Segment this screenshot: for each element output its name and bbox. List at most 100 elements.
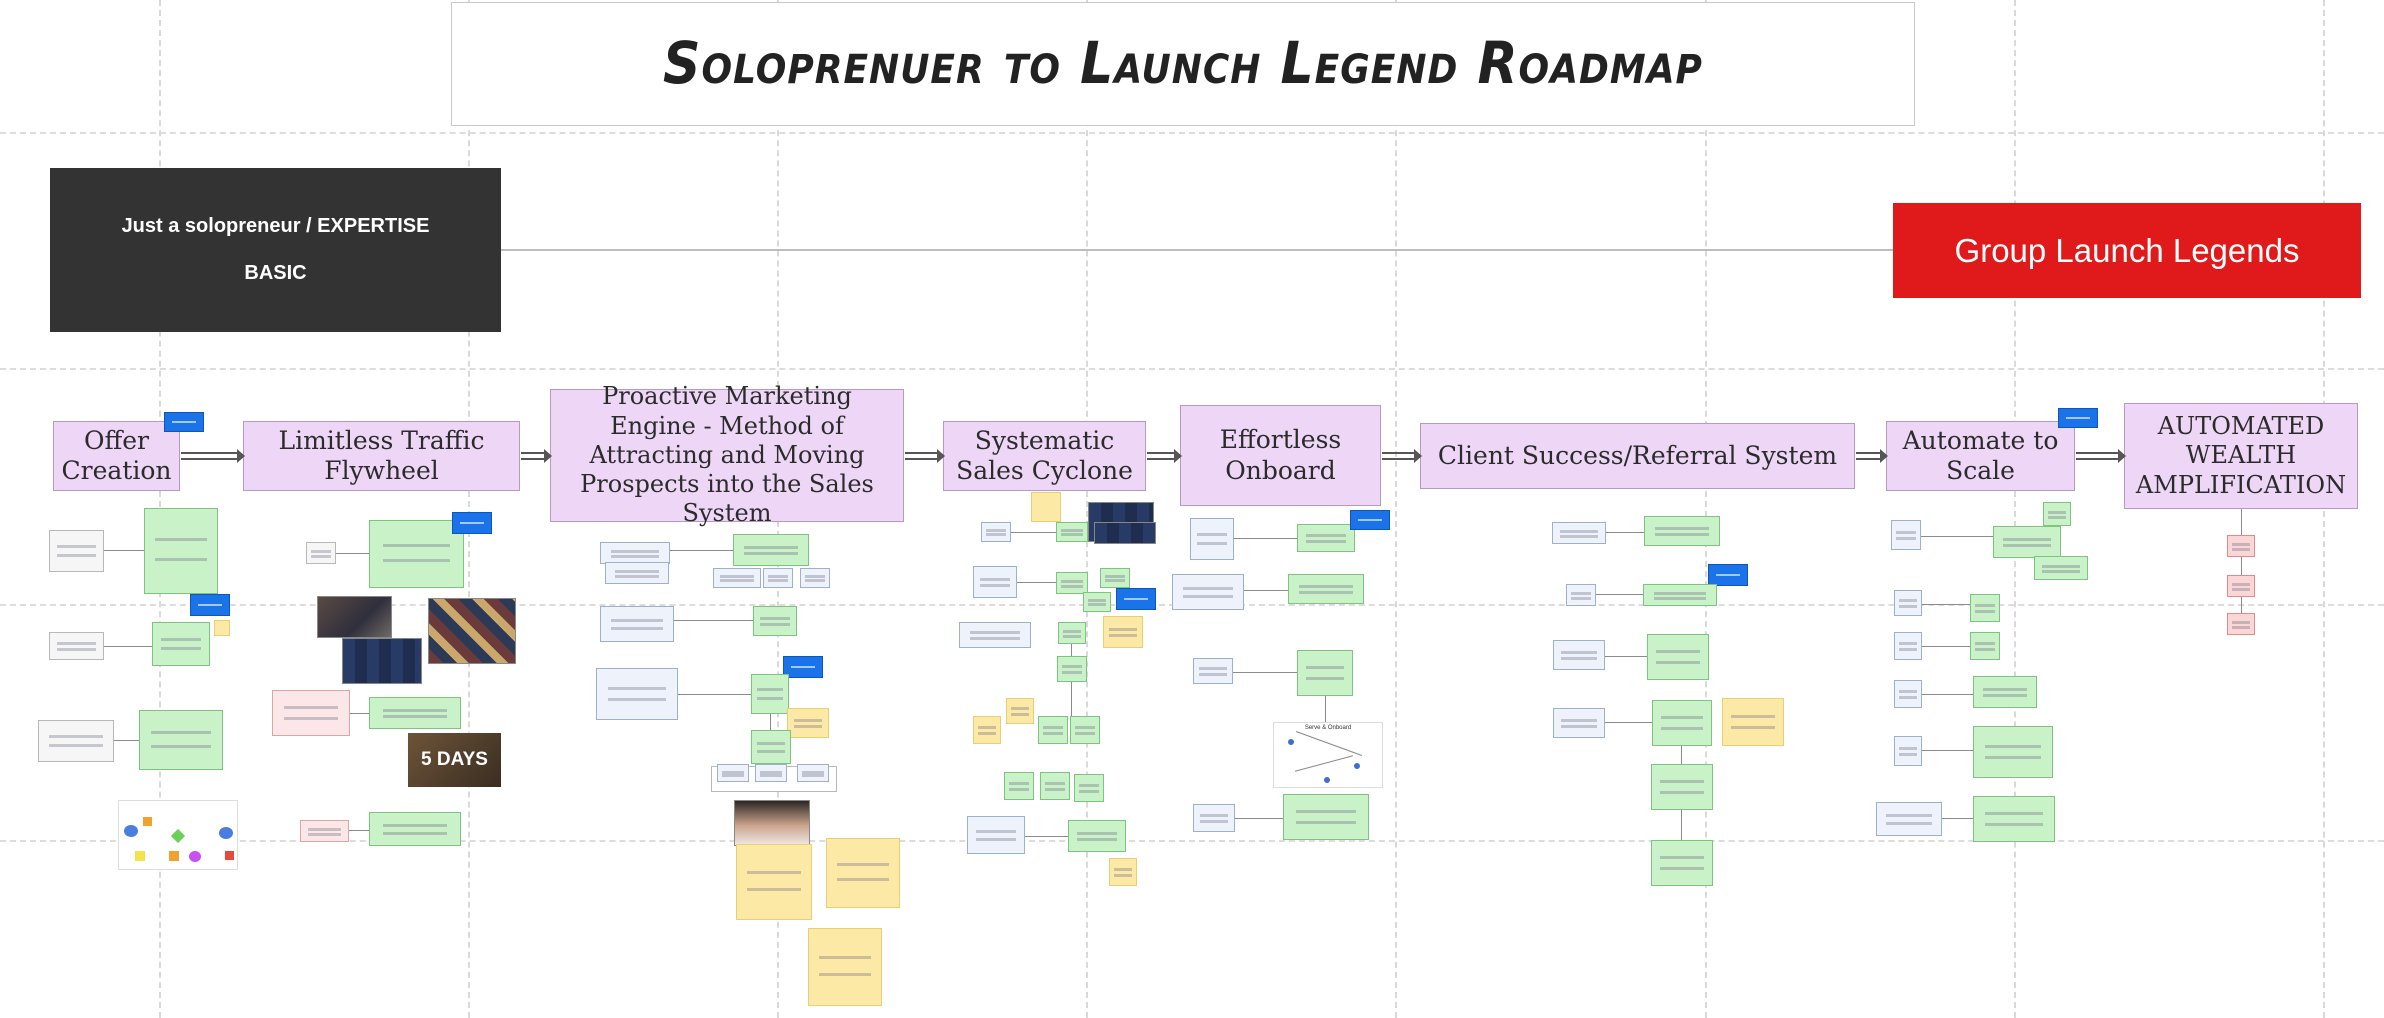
note-card[interactable] [1643, 584, 1717, 606]
note-card[interactable] [1652, 700, 1712, 746]
sticky-note[interactable] [808, 928, 882, 1006]
note-card[interactable] [152, 622, 210, 666]
note-card[interactable] [1100, 568, 1130, 588]
note-card[interactable] [1190, 518, 1234, 560]
note-card[interactable] [600, 542, 670, 564]
note-card[interactable] [1553, 640, 1605, 670]
note-card[interactable] [2043, 502, 2071, 526]
note-card[interactable] [1651, 840, 1713, 886]
note-card[interactable] [751, 674, 789, 714]
note-card[interactable] [1068, 820, 1126, 852]
note-card[interactable] [713, 568, 761, 588]
note-card[interactable] [1973, 676, 2037, 708]
stage-offer-creation[interactable]: Offer Creation [53, 421, 180, 491]
note-card[interactable] [1004, 772, 1034, 800]
note-card[interactable] [1894, 632, 1922, 660]
note-card[interactable] [1288, 574, 1364, 604]
note-card[interactable] [967, 816, 1025, 854]
note-card[interactable] [1894, 736, 1922, 766]
note-card[interactable] [1566, 584, 1596, 606]
note-card[interactable] [49, 632, 104, 660]
note-card[interactable] [797, 764, 829, 782]
sticky-note[interactable] [1103, 616, 1143, 648]
title-frame[interactable]: Soloprenuer to Launch Legend Roadmap [451, 2, 1915, 126]
note-card[interactable] [369, 520, 464, 588]
note-card[interactable] [1894, 590, 1922, 616]
sticky-note[interactable] [973, 716, 1001, 744]
note-card[interactable] [596, 668, 678, 720]
note-card[interactable] [2227, 575, 2255, 597]
serve-onboard-thumbnail[interactable]: Serve & Onboard [1273, 722, 1383, 788]
note-card[interactable] [1297, 650, 1353, 696]
note-card[interactable] [753, 606, 797, 636]
blue-tag[interactable] [2058, 408, 2098, 428]
note-card[interactable] [1973, 796, 2055, 842]
image-thumbnail[interactable] [1094, 522, 1156, 544]
note-card[interactable] [733, 534, 809, 566]
note-card[interactable] [306, 542, 336, 564]
note-card[interactable] [1651, 764, 1713, 810]
note-card[interactable] [1297, 524, 1355, 552]
note-card[interactable] [2034, 556, 2088, 580]
sticky-note[interactable] [787, 708, 829, 738]
blue-tag[interactable] [1350, 510, 1390, 530]
mini-diagram-thumbnail[interactable] [118, 800, 238, 870]
blue-tag[interactable] [452, 512, 492, 534]
note-card[interactable] [1970, 632, 2000, 660]
note-card[interactable] [1056, 572, 1088, 594]
note-card[interactable] [369, 697, 461, 729]
sticky-note[interactable] [1109, 858, 1137, 886]
note-card[interactable] [1552, 522, 1606, 544]
note-card[interactable] [49, 530, 104, 572]
note-card[interactable] [959, 622, 1031, 648]
note-card[interactable] [1074, 774, 1104, 802]
note-card[interactable] [1647, 634, 1709, 680]
note-card[interactable] [144, 508, 218, 594]
stage-proactive-marketing-engine[interactable]: Proactive Marketing Engine - Method of A… [550, 382, 904, 527]
image-thumbnail[interactable] [428, 598, 516, 664]
sticky-note[interactable] [214, 620, 230, 636]
note-card[interactable] [2227, 535, 2255, 557]
note-card[interactable] [981, 522, 1011, 542]
blue-tag[interactable] [1116, 588, 1156, 610]
note-card[interactable] [1083, 592, 1111, 612]
note-card[interactable] [2227, 613, 2255, 635]
blue-tag[interactable] [190, 594, 230, 616]
note-card[interactable] [1553, 708, 1605, 738]
sticky-note[interactable] [1006, 698, 1034, 724]
note-card[interactable] [1993, 526, 2061, 558]
sticky-note[interactable] [1031, 492, 1061, 522]
note-card[interactable] [1038, 716, 1068, 744]
note-card[interactable] [600, 606, 674, 642]
note-card[interactable] [605, 562, 669, 584]
stage-automated-wealth-amplification[interactable]: AUTOMATED WEALTH AMPLIFICATION [2124, 403, 2358, 509]
note-card[interactable] [1283, 794, 1369, 840]
image-thumbnail[interactable] [317, 596, 392, 638]
note-card[interactable] [973, 566, 1017, 598]
blue-tag[interactable] [164, 412, 204, 432]
note-card[interactable] [1193, 804, 1235, 832]
stage-systematic-sales-cyclone[interactable]: Systematic Sales Cyclone [943, 421, 1146, 491]
note-card[interactable] [755, 764, 787, 782]
note-card[interactable] [272, 690, 350, 736]
image-thumbnail[interactable] [734, 800, 810, 846]
stage-client-success-referral[interactable]: Client Success/Referral System [1420, 423, 1855, 489]
note-card[interactable] [1070, 716, 1100, 744]
note-card[interactable] [1970, 594, 2000, 622]
note-card[interactable] [369, 812, 461, 846]
end-node[interactable]: Group Launch Legends [1893, 203, 2361, 298]
note-card[interactable] [38, 720, 114, 762]
note-card[interactable] [763, 568, 793, 588]
note-card[interactable] [1644, 516, 1720, 546]
stage-limitless-traffic-flywheel[interactable]: Limitless Traffic Flywheel [243, 421, 520, 491]
note-card[interactable] [1973, 726, 2053, 778]
note-card[interactable] [1058, 622, 1086, 644]
sticky-note[interactable] [826, 838, 900, 908]
note-card[interactable] [300, 820, 349, 842]
note-card[interactable] [1040, 772, 1070, 800]
blue-tag[interactable] [1708, 564, 1748, 586]
note-card[interactable] [1056, 522, 1088, 542]
stage-automate-to-scale[interactable]: Automate to Scale [1886, 421, 2075, 491]
sticky-note[interactable] [1722, 698, 1784, 746]
